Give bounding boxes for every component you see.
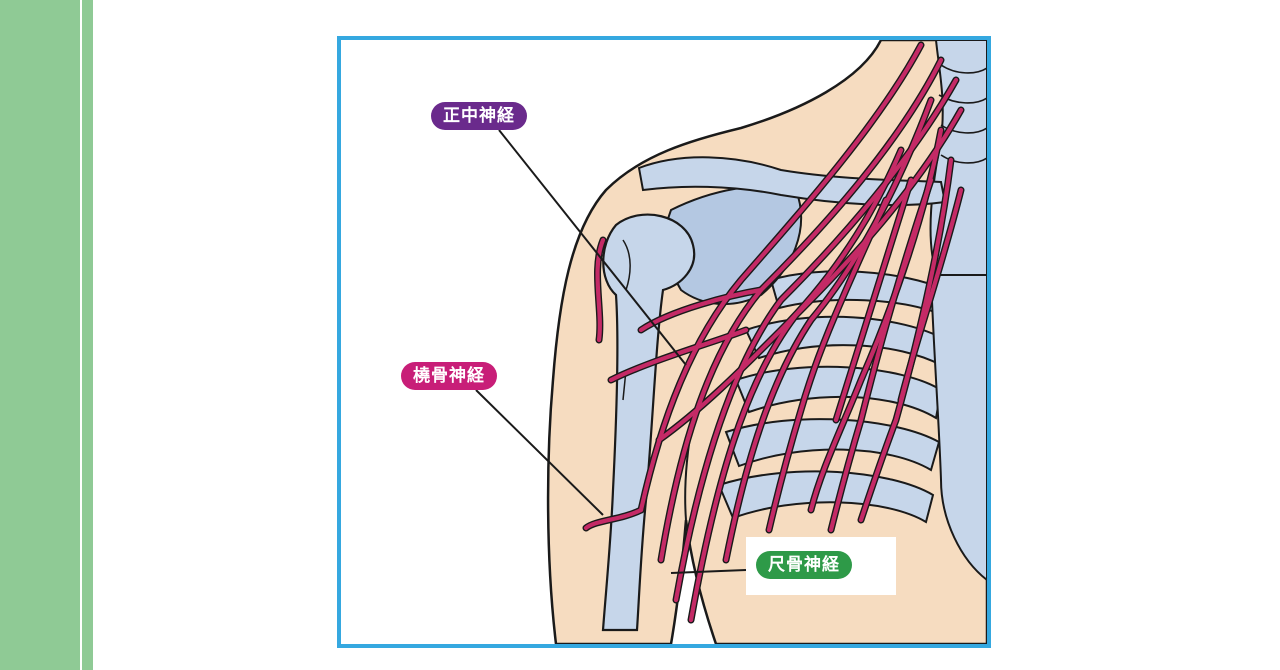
median-leader-line	[498, 129, 687, 366]
ulnar-label-backdrop: 尺骨神経	[746, 537, 896, 595]
humerus	[601, 213, 696, 632]
radial-leader-line	[475, 389, 604, 516]
radial-nerve-label: 橈骨神経	[401, 362, 497, 390]
anatomy-illustration-frame: 正中神経 橈骨神経 尺骨神経	[337, 36, 991, 648]
shoulder-nerve-illustration	[475, 40, 987, 644]
brachial-plexus-nerves-fill	[583, 42, 964, 623]
median-nerve-label: 正中神経	[431, 102, 527, 130]
side-band	[0, 0, 93, 670]
clavicle	[637, 156, 947, 207]
side-divider-line	[80, 0, 82, 670]
sternum-side	[929, 274, 987, 582]
ulnar-nerve-label: 尺骨神経	[756, 551, 852, 579]
ulnar-leader-line	[670, 569, 747, 574]
ribcage	[717, 270, 948, 524]
